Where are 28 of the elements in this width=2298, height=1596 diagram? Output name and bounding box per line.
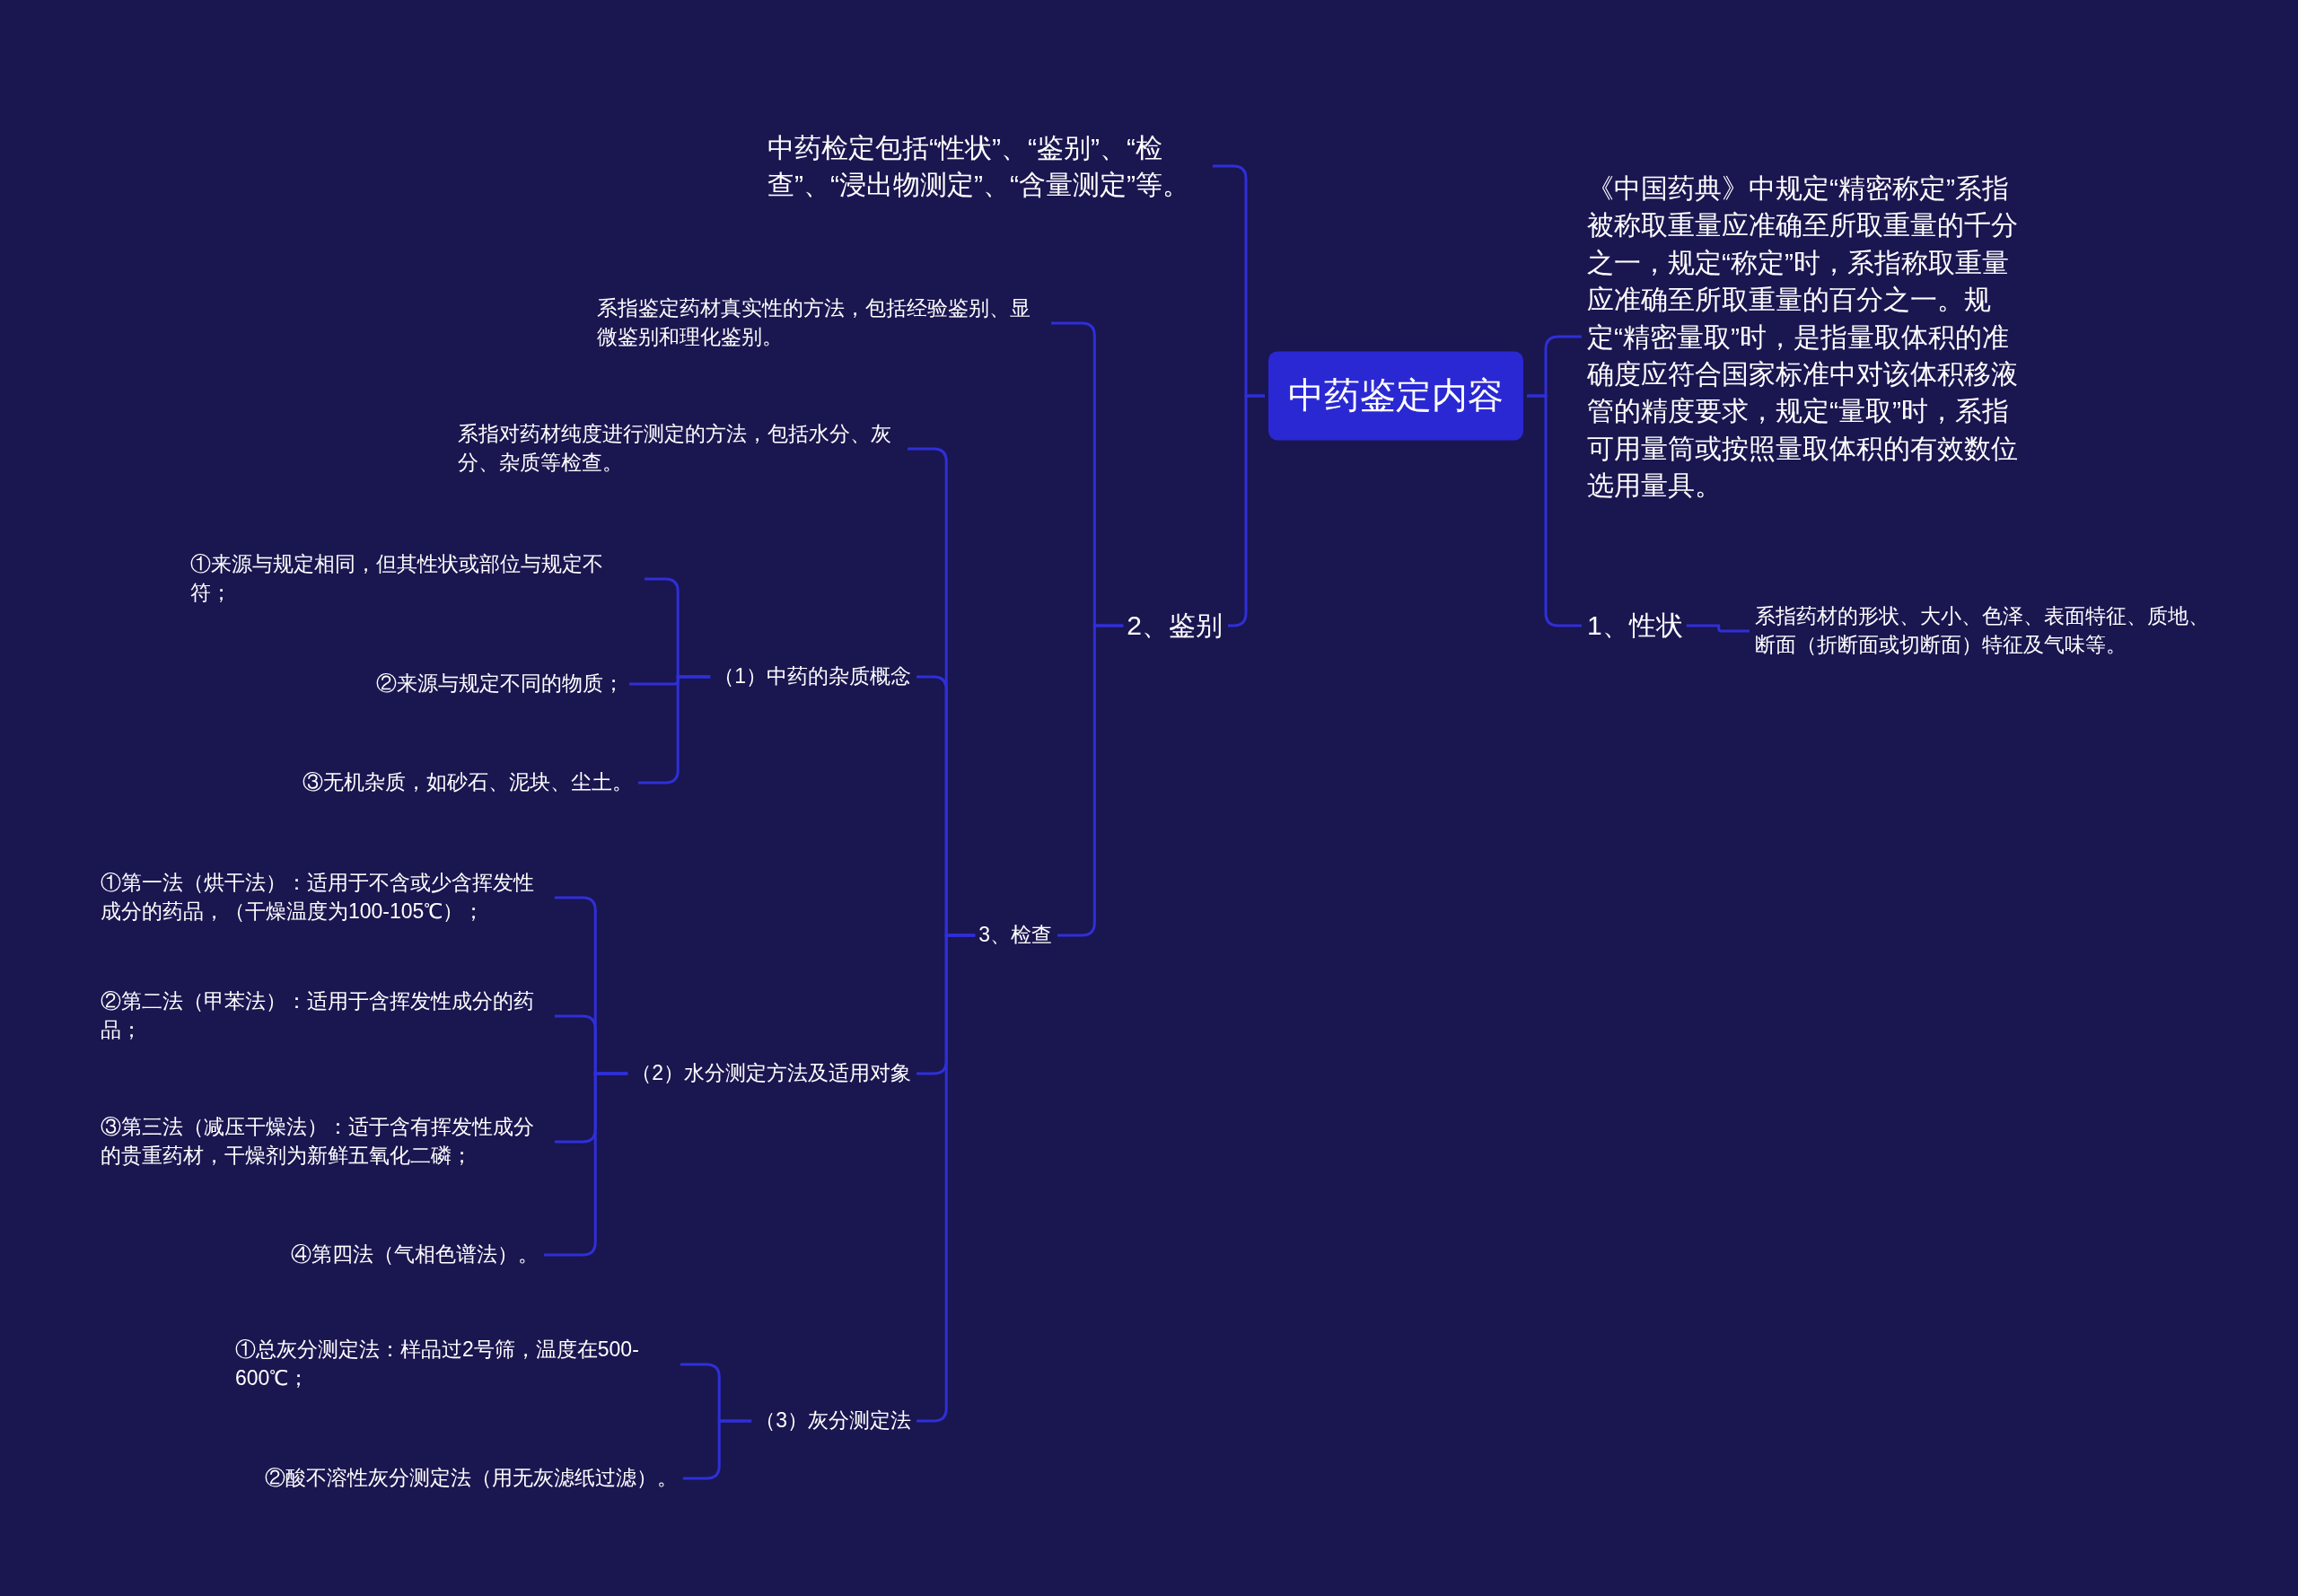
connector bbox=[544, 1072, 628, 1257]
branch-text: ①来源与规定相同，但其性状或部位与规定不符； bbox=[190, 550, 639, 608]
branch-text: ④第四法（气相色谱法）。 bbox=[291, 1241, 539, 1269]
branch-text: （2）水分测定方法及适用对象 bbox=[631, 1059, 911, 1088]
topic-text: 中药鉴定内容 bbox=[1288, 374, 1504, 417]
connector bbox=[1686, 624, 1750, 633]
branch-text: ③无机杂质，如砂石、泥块、尘土。 bbox=[303, 768, 633, 797]
branch-text: 系指对药材纯度进行测定的方法，包括水分、灰分、杂质等检查。 bbox=[458, 420, 902, 478]
branch-text: ②来源与规定不同的物质； bbox=[376, 670, 624, 698]
connector bbox=[1057, 624, 1124, 937]
branch-text: ①总灰分测定法：样品过2号筛，温度在500-600℃； bbox=[235, 1336, 675, 1393]
branch-text: ①第一法（烘干法）：适用于不含或少含挥发性成分的药品，（干燥温度为100-105℃）； bbox=[101, 869, 549, 926]
branch-text: ②第二法（甲苯法）：适用于含挥发性成分的药品； bbox=[101, 987, 549, 1045]
branch-text: （3）灰分测定法 bbox=[755, 1407, 911, 1435]
branch-text: 1、性状 bbox=[1587, 607, 1683, 645]
branch-text: 2、鉴别 bbox=[1127, 607, 1223, 645]
connector bbox=[683, 1419, 752, 1480]
branch-text: ②酸不溶性灰分测定法（用无灰滤纸过滤）。 bbox=[265, 1464, 678, 1493]
branch-text: 中药检定包括“性状”、“鉴别”、“检查”、“浸出物测定”、“含量测定”等。 bbox=[767, 128, 1207, 204]
branch-text: （1）中药的杂质概念 bbox=[714, 662, 911, 691]
branch-text: ③第三法（减压干燥法）：适于含有挥发性成分的贵重药材，干燥剂为新鲜五氧化二磷； bbox=[101, 1113, 549, 1171]
central-topic-box bbox=[1268, 351, 1523, 441]
connector bbox=[1527, 394, 1582, 627]
branch-text: 系指药材的形状、大小、色泽、表面特征、质地、断面（折断面或切断面）特征及气味等。 bbox=[1755, 602, 2222, 660]
branch-text: 3、检查 bbox=[978, 921, 1052, 950]
connector bbox=[638, 675, 711, 785]
branch-text: 《中国药典》中规定“精密称定”系指被称取重量应准确至所取重量的千分之一，规定“称定”时，系指称取重量应准确至所取重量的百分之一。规定“精密量取”时，是指量取体积的准确度应符合国家标准中对该体积移液管的精度要求，规定“量取”时，系指可用量筒或按照量取体积的有效数位选用量具。 bbox=[1587, 169, 2027, 504]
branch-text: 系指鉴定药材真实性的方法，包括经验鉴别、显微鉴别和理化鉴别。 bbox=[597, 294, 1046, 352]
